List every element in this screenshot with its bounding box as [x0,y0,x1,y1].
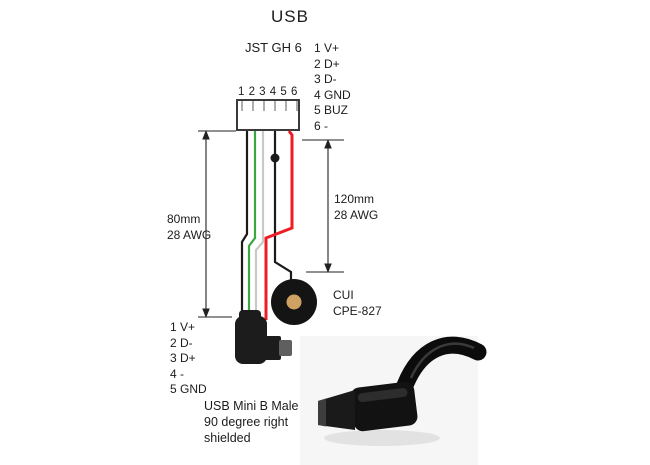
jst-pin-label: 3 D- [314,72,337,86]
dim-right-label: 120mm 28 AWG [334,191,378,223]
dim-left-label: 80mm 28 AWG [167,211,211,243]
usb-caption-line2: 90 degree right [204,415,289,429]
jst-pin-label: 1 V+ [314,41,340,55]
usb-pin-label: 2 D- [170,335,193,350]
usb-connector-photo [300,336,487,465]
dim-left-arrow-up [202,130,210,140]
dim-right-length: 120mm [334,192,375,206]
wire-green [247,131,257,320]
usb-pin-label: 1 V+ [170,320,196,334]
dim-right-gauge: 28 AWG [334,208,379,222]
dim-left-length: 80mm [167,212,201,226]
buzzer-brand: CUI [333,288,354,302]
jst-connector-drawing [236,99,300,131]
dimension-right [302,139,344,273]
wire-black-left [240,131,249,320]
wire-white [254,131,265,320]
usb-connector-caption: USB Mini B Male 90 degree right shielded [204,398,298,446]
jst-pin-label: 6 - [314,118,329,133]
dim-left-gauge: 28 AWG [167,228,212,242]
usb-pin-label: 5 GND [170,382,207,396]
photo-cable-highlight [409,342,475,379]
dim-left-arrow-down [202,308,210,318]
usb-mini-connector-drawing [235,310,281,364]
jst-pinout-list: 1 V+ 2 D+ 3 D- 4 GND 5 BUZ 6 - [314,41,351,134]
buzzer-label: CUI CPE-827 [333,287,382,319]
usb-caption-line3: shielded [204,431,251,445]
jst-connector-label: JST GH 6 [245,40,302,55]
diagram-title: USB [271,7,309,26]
photo-connector-plug [318,390,355,430]
dim-right-arrow-up [324,139,332,149]
jst-pin-label: 4 GND [314,87,351,102]
usb-caption-line1: USB Mini B Male [204,399,299,413]
usb-pinout-list: 1 V+ 2 D- 3 D+ 4 - 5 GND [170,320,207,398]
buzzer-drawing [271,279,317,325]
jst-pin-label: 5 BUZ [314,103,349,117]
wire-junction-dot [270,153,280,163]
jst-pin-label: 2 D+ [314,56,340,71]
photo-plug-face [318,398,326,427]
wire-black-buzzer [273,131,293,282]
dimension-left [198,130,236,318]
usb-pin-label: 4 - [170,366,185,381]
wire-red [264,130,294,320]
usb-mini-connector-tip [279,340,292,356]
jst-pin-marks [241,101,298,111]
dim-right-arrow-down [324,263,332,273]
usb-pin-label: 3 D+ [170,351,196,365]
jst-pin-numbers: 1 2 3 4 5 6 [238,86,298,98]
buzzer-model: CPE-827 [333,304,382,318]
photo-connector-body [350,381,418,432]
